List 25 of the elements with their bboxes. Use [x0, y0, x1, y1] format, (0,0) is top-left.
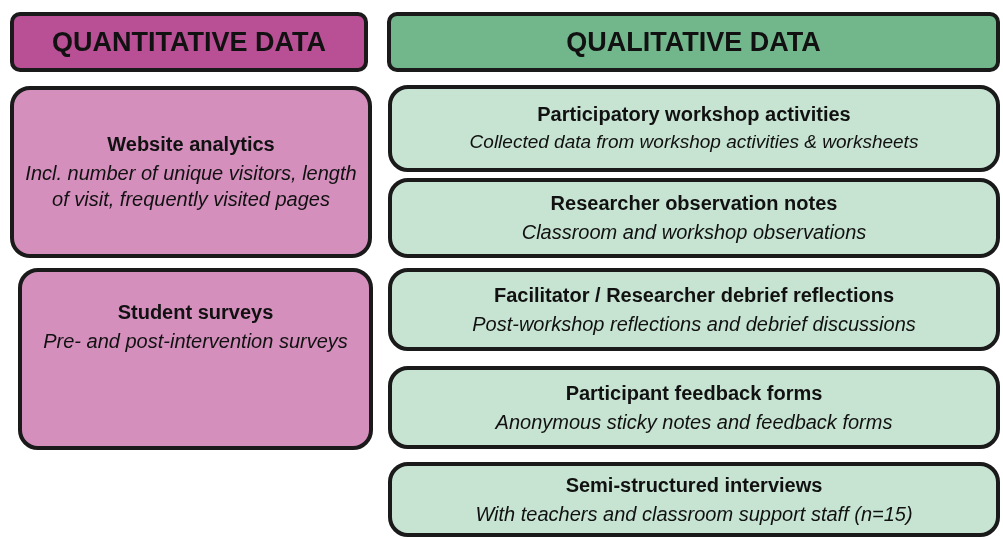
data-source-box: [388, 366, 1000, 449]
data-source-box: [388, 178, 1000, 258]
data-source-box: [10, 86, 372, 258]
data-source-box: [388, 462, 1000, 537]
source-title: Facilitator / Researcher debrief reflections: [493, 282, 895, 307]
category-header: [387, 12, 1000, 72]
source-title: Researcher observation notes: [550, 191, 838, 215]
source-description: Incl. number of unique visitors, length of visit, frequently visited pages: [24, 161, 358, 212]
source-title: Participant feedback forms: [565, 380, 823, 405]
data-source-box: [18, 268, 373, 450]
source-description: Collected data from workshop activities & worksheets: [469, 130, 919, 155]
category-header: [10, 12, 368, 72]
header-title: QUALITATIVE DATA: [566, 25, 821, 59]
data-source-box: [388, 85, 1000, 172]
source-description: Pre- and post-intervention surveys: [43, 329, 348, 354]
source-description: Anonymous sticky notes and feedback forms: [495, 409, 893, 435]
source-description: Classroom and workshop observations: [521, 220, 867, 245]
source-title: Semi-structured interviews: [565, 472, 823, 497]
source-title: Participatory workshop activities: [537, 102, 851, 127]
source-title: Student surveys: [117, 300, 274, 324]
data-source-box: [388, 268, 1000, 351]
header-title: QUANTITATIVE DATA: [52, 25, 326, 59]
source-description: With teachers and classroom support staff (n=15): [475, 501, 913, 527]
source-title: Website analytics: [107, 132, 275, 156]
source-description: Post-workshop reflections and debrief discussions: [472, 311, 916, 337]
